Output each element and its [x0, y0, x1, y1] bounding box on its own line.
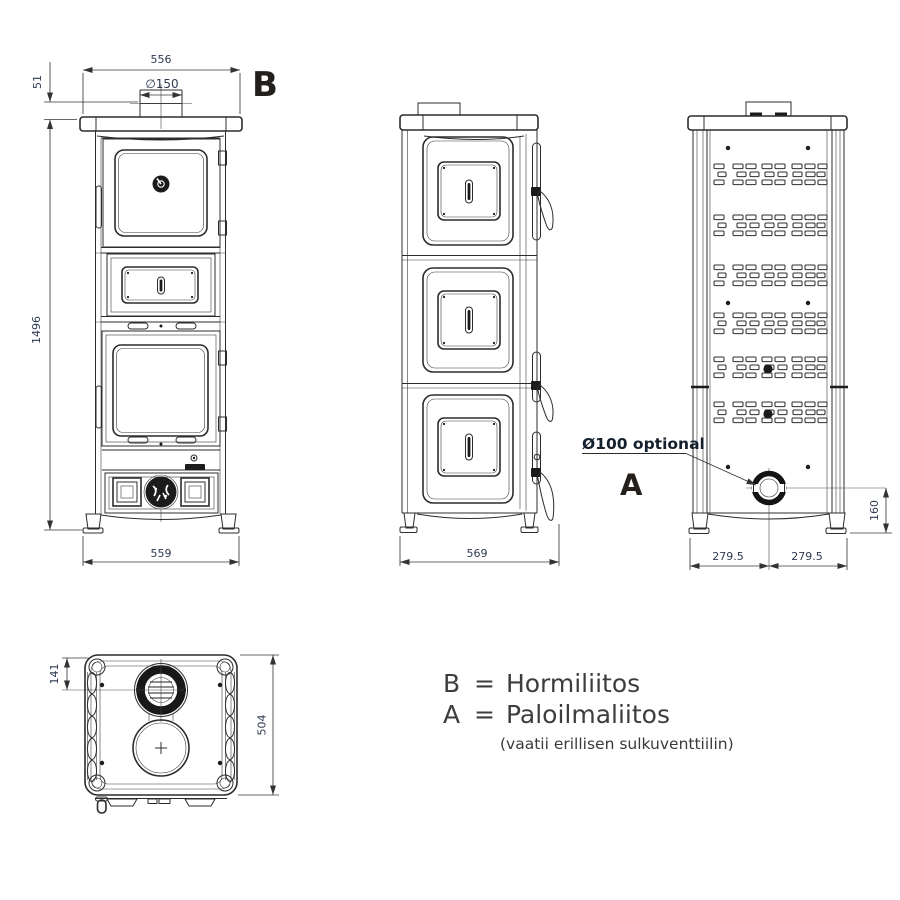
note-o100-optional: Ø100 optional: [582, 435, 705, 453]
side-handle-firebox: [531, 351, 554, 422]
side-flue-stub: [417, 102, 461, 115]
drawer-slot-handle: [157, 276, 165, 295]
legend-value-b: Hormiliitos: [505, 669, 641, 698]
marker-A: A: [620, 468, 643, 502]
oven-door-handle: [95, 185, 102, 229]
side-view: 569: [399, 102, 560, 566]
legend-note: (vaatii erillisen sulkuventtiilin): [500, 735, 734, 753]
legend-value-a: Paloilmaliitos: [505, 700, 670, 729]
back-air-inlet: [746, 468, 886, 570]
side-top-plate: [399, 114, 539, 140]
side-bolt: [533, 453, 541, 461]
front-oven-door: [95, 138, 227, 248]
front-dim-top-width: 556: [82, 53, 241, 114]
top-corner-posts: [88, 658, 234, 792]
legend-key-a: A: [443, 700, 461, 729]
firebox-hinge-bottom: [218, 416, 227, 432]
dim-279-5-right: 279.5: [791, 550, 823, 563]
dim-504: 504: [256, 715, 269, 736]
top-hob-circle: [132, 714, 190, 777]
side-panel-top: [422, 136, 514, 246]
side-panel-middle: [422, 267, 514, 373]
back-dim-inlet-height: 160: [850, 488, 892, 534]
front-dim-base-width: 559: [82, 536, 240, 566]
front-top-plate: [79, 116, 243, 141]
front-band: [102, 449, 220, 471]
top-view: 141 504: [48, 654, 279, 814]
top-knob: [96, 799, 107, 814]
front-view: 556 51 1496 ∅150: [30, 53, 278, 566]
oven-hinge-bottom: [218, 220, 227, 236]
top-dim-depth: 504: [238, 654, 279, 796]
back-air-inlet-note: Ø100 optional: [582, 435, 757, 486]
back-screws: [725, 145, 811, 470]
top-screws: [99, 682, 223, 766]
front-ash-door: [104, 472, 219, 522]
legend-eq: =: [474, 669, 495, 698]
top-side-scallops: [87, 672, 235, 782]
dim-1496: 1496: [30, 316, 43, 344]
dim-141: 141: [48, 664, 61, 685]
back-dim-offsets: 279.5 279.5: [689, 538, 848, 570]
legend-line-b: B = Hormiliitos: [443, 668, 734, 699]
dim-556: 556: [151, 53, 172, 66]
dim-flue-diameter: ∅150: [145, 77, 178, 91]
side-handle-oven: [531, 142, 554, 241]
legend: B = Hormiliitos A = Paloilmaliitos (vaatii e…: [443, 668, 734, 753]
legend-eq: =: [474, 700, 495, 729]
front-drawer: [106, 253, 216, 317]
front-dim-heights: 51 1496: [30, 62, 138, 531]
top-flue-collar: [134, 659, 188, 722]
back-rails: [692, 130, 845, 514]
dim-559: 559: [151, 547, 172, 560]
back-view: 160 279.5 279.5 Ø100 optional A: [582, 101, 892, 570]
back-legs: [688, 512, 847, 534]
front-firebox-door: [95, 322, 227, 447]
side-legs: [399, 512, 539, 533]
dim-569: 569: [467, 547, 488, 560]
air-control-rosette: [145, 476, 177, 508]
dim-279-5-left: 279.5: [712, 550, 744, 563]
side-handle-ash: [531, 431, 555, 521]
front-legs: [82, 513, 240, 534]
back-vent-perforations: [713, 163, 828, 424]
back-flue-stub: [745, 101, 792, 116]
top-dim-flue-offset: 141: [48, 657, 184, 691]
marker-B: B: [252, 65, 278, 105]
dim-51: 51: [31, 75, 44, 89]
top-front-trim: [95, 796, 227, 814]
side-panel-bottom: [422, 394, 514, 504]
oven-hinge-top: [218, 150, 227, 166]
legend-key-b: B: [443, 669, 461, 698]
front-flue-collar: ∅150: [130, 77, 192, 129]
side-dim-depth: 569: [399, 524, 560, 566]
top-body-outline: [84, 654, 238, 796]
legend-line-a: A = Paloilmaliitos: [443, 699, 734, 730]
back-top-plate: [687, 115, 848, 131]
dim-160: 160: [868, 500, 881, 521]
firebox-hinge-top: [218, 350, 227, 366]
firebox-door-handle: [95, 385, 102, 429]
